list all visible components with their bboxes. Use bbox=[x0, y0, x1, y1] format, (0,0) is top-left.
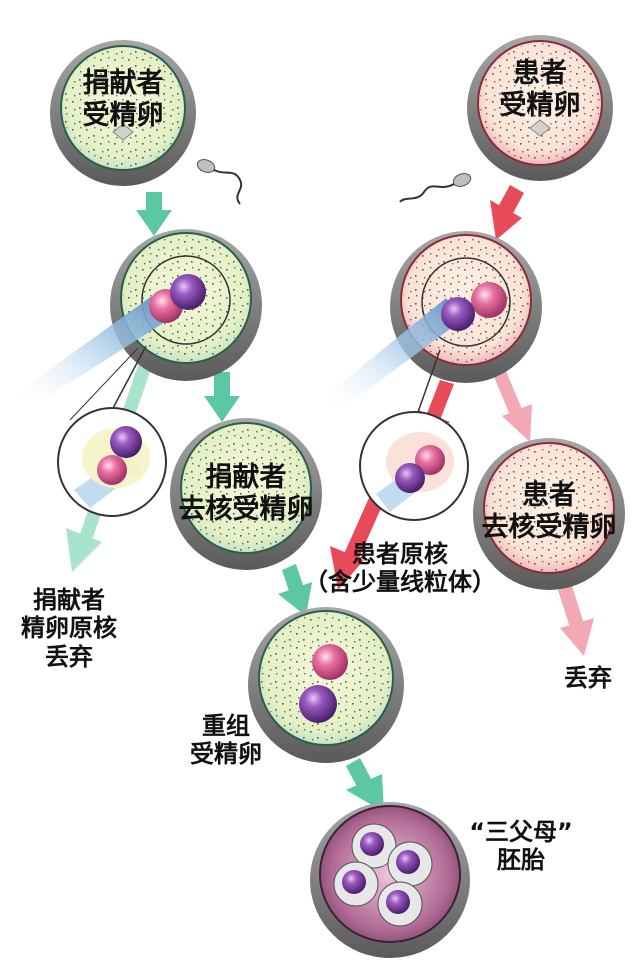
pipette-patient bbox=[318, 298, 462, 406]
label-patient-enucleated-line1: 患者 bbox=[522, 480, 576, 511]
arrow-donor-1 bbox=[136, 192, 172, 236]
sperm-donor-icon bbox=[196, 159, 243, 205]
label-embryo-line2: 胚胎 bbox=[497, 846, 545, 875]
dish-reconstructed bbox=[248, 607, 404, 763]
label-reconstructed-line1: 重组 bbox=[202, 712, 250, 740]
zoom-patient-pronucleus bbox=[359, 349, 469, 521]
dish-patient-egg bbox=[467, 35, 613, 181]
embryo-cells bbox=[333, 823, 433, 927]
pronucleus-pink bbox=[312, 644, 348, 680]
sperm-patient-icon bbox=[399, 173, 472, 203]
label-patient-pronucleus-line2: （含少量线粒体） bbox=[304, 568, 496, 597]
label-reconstructed: 重组 受精卵 bbox=[186, 712, 266, 769]
label-patient-discard: 丢弃 bbox=[548, 664, 628, 692]
label-patient-discard-text: 丢弃 bbox=[564, 664, 612, 692]
label-patient-egg-line1: 患者 bbox=[513, 58, 567, 89]
arrow-patient-discard bbox=[558, 586, 594, 656]
label-embryo: “三父母” 胚胎 bbox=[466, 818, 576, 875]
label-embryo-line1: “三父母” bbox=[469, 818, 573, 846]
arrow-donor-2 bbox=[204, 372, 240, 422]
pronucleus-purple bbox=[299, 685, 337, 723]
label-patient-egg: 患者 受精卵 bbox=[490, 58, 590, 122]
arrow-donor-4 bbox=[346, 758, 384, 812]
label-donor-egg-line1: 捐献者 bbox=[82, 68, 164, 99]
label-donor-enucleated-line2: 去核受精卵 bbox=[178, 493, 314, 525]
pronucleus-purple bbox=[441, 297, 475, 331]
arrow-donor-3 bbox=[278, 564, 312, 616]
dish-donor-fertilized bbox=[10, 229, 262, 402]
pronucleus-pink bbox=[471, 282, 507, 318]
label-donor-enucleated: 捐献者 去核受精卵 bbox=[176, 462, 316, 526]
label-donor-egg: 捐献者 受精卵 bbox=[73, 68, 173, 132]
label-donor-enucleated-line1: 捐献者 bbox=[205, 462, 287, 493]
label-patient-egg-line2: 受精卵 bbox=[499, 89, 581, 121]
zoom-donor-pronucleus bbox=[57, 345, 167, 517]
label-donor-discard-line1: 捐献者 bbox=[33, 586, 105, 614]
label-reconstructed-line2: 受精卵 bbox=[190, 740, 262, 769]
dish-patient-fertilized bbox=[318, 231, 542, 406]
dish-donor-enucleated bbox=[170, 418, 322, 570]
label-donor-egg-line2: 受精卵 bbox=[82, 99, 164, 131]
dish-embryo bbox=[310, 802, 470, 958]
label-donor-discard-line3: 丢弃 bbox=[45, 642, 93, 671]
pipette-donor bbox=[10, 296, 168, 402]
label-patient-enucleated: 患者 去核受精卵 bbox=[479, 480, 619, 544]
label-patient-enucleated-line2: 去核受精卵 bbox=[481, 511, 617, 543]
arrow-patient-1 bbox=[490, 185, 524, 240]
label-patient-pronucleus: 患者原核 （含少量线粒体） bbox=[280, 540, 520, 597]
dish-patient-enucleated bbox=[473, 438, 625, 590]
label-donor-discard-line2: 精卵原核 bbox=[21, 614, 117, 643]
label-patient-pronucleus-line1: 患者原核 bbox=[352, 540, 448, 568]
dish-donor-egg bbox=[50, 40, 196, 186]
pronucleus-purple bbox=[170, 274, 206, 310]
label-donor-pronucleus-discard: 捐献者 精卵原核 丢弃 bbox=[14, 586, 124, 671]
arrow-patient-3 bbox=[492, 366, 532, 442]
